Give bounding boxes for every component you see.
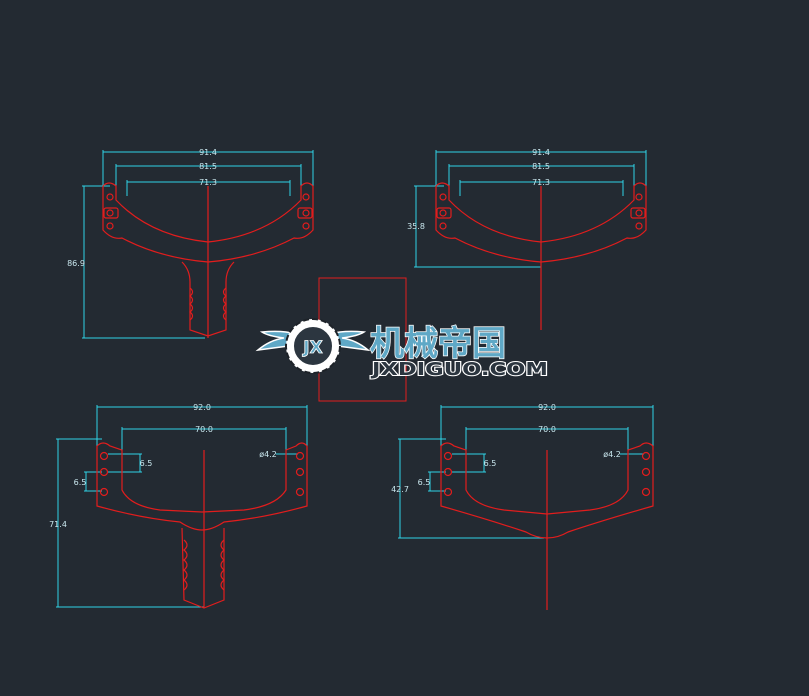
dim-width-inner: 71.3 [199, 178, 217, 187]
dim-hole-pitch-b: 6.5 [418, 478, 431, 487]
dim-width-outer: 91.4 [199, 148, 217, 157]
dimension-lines-top-left [82, 150, 314, 339]
view-bottom-left: 92.0 70.0 ø4.2 6.5 6.5 71.4 [49, 403, 308, 609]
dim-hole-diameter: ø4.2 [603, 450, 621, 459]
view-bottom-right: 92.0 70.0 ø4.2 6.5 6.5 42.7 [391, 403, 654, 610]
dim-hole-pitch-a: 6.5 [484, 459, 497, 468]
dim-hole-diameter: ø4.2 [259, 450, 277, 459]
dim-width-outer: 92.0 [193, 403, 211, 412]
view-top-left: 91.4 81.5 71.3 86.9 [67, 148, 314, 339]
part-outline-bottom-left [96, 442, 308, 609]
dim-width-mid: 81.5 [532, 162, 550, 171]
dimension-lines-top-right [414, 150, 647, 268]
watermark-en-text: JXDIGUO.COM [369, 359, 548, 380]
part-outline-top-right [435, 182, 647, 330]
dim-width-outer: 92.0 [538, 403, 556, 412]
watermark-logo: JX 机械帝国 JXDIGUO.COM [255, 318, 549, 381]
part-outline-bottom-right [440, 442, 654, 610]
dim-height: 35.8 [407, 222, 425, 231]
part-outline-top-left [102, 182, 314, 338]
dim-height: 71.4 [49, 520, 67, 529]
dim-width-mid: 81.5 [199, 162, 217, 171]
emblem-letters: JX [302, 338, 322, 358]
dimension-lines-bottom-left [56, 405, 308, 608]
dim-height: 86.9 [67, 259, 85, 268]
dim-hole-pitch-b: 6.5 [74, 478, 87, 487]
dim-width-inner: 70.0 [538, 425, 556, 434]
dim-height: 42.7 [391, 485, 409, 494]
dim-width-inner: 71.3 [532, 178, 550, 187]
dimension-lines-bottom-right [398, 405, 654, 539]
dim-width-outer: 91.4 [532, 148, 550, 157]
dim-width-inner: 70.0 [195, 425, 213, 434]
dim-hole-pitch-a: 6.5 [140, 459, 153, 468]
watermark-cn-text: 机械帝国 [370, 324, 506, 364]
view-top-right: 91.4 81.5 71.3 35.8 [407, 148, 647, 330]
